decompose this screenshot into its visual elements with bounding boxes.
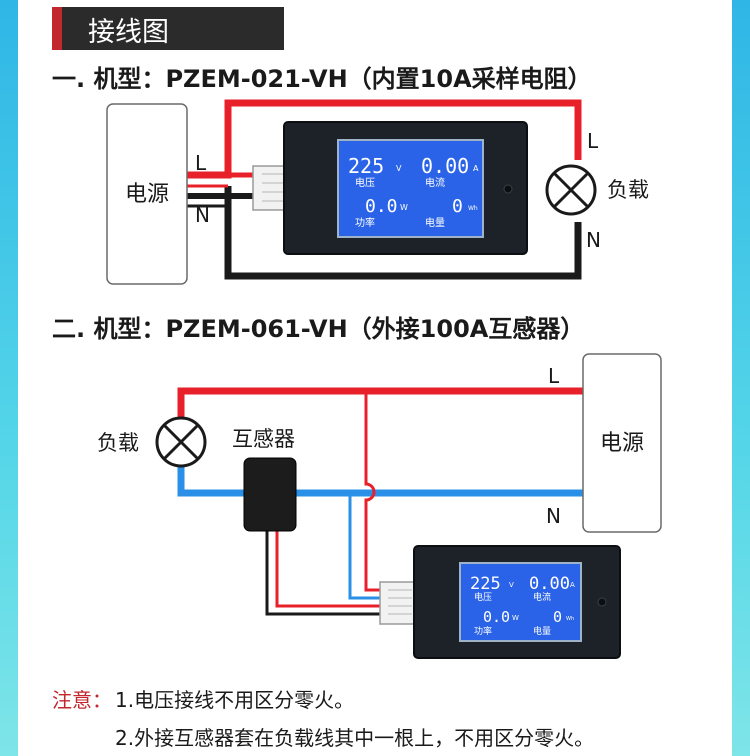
meter-2-voltage-unit: V <box>509 581 514 589</box>
connector-pins-1 <box>262 173 283 202</box>
header-accent <box>52 7 62 50</box>
load-L-label-1: L <box>587 129 599 153</box>
terminal-L-label-1: L <box>195 151 207 175</box>
meter-1-current-label: 电流 <box>425 176 445 189</box>
meter-2-current: 0.00 <box>529 574 570 594</box>
section2-title: 二. 机型：PZEM-061-VH（外接100A互感器） <box>52 315 584 343</box>
voltage-tap-live <box>364 391 380 592</box>
meter-1-energy-label: 电量 <box>425 216 445 229</box>
left-decor-stripe <box>0 0 22 756</box>
section1-wires <box>187 99 582 280</box>
terminal-N-label-2: N <box>546 504 561 528</box>
meter-2-voltage: 225 <box>470 574 501 594</box>
current-transformer <box>243 457 297 532</box>
meter-connector-1 <box>252 165 286 211</box>
header-bar <box>52 7 284 50</box>
meter-2-power: 0.0 <box>483 608 510 626</box>
meter-2-energy-label: 电量 <box>533 625 551 637</box>
meter-2-energy: 0 <box>553 608 562 626</box>
neutral-wire-1 <box>224 186 582 280</box>
power-source-label-2: 电源 <box>600 431 644 456</box>
meter-1-voltage: 225 <box>348 154 384 178</box>
meter-1-voltage-label: 电压 <box>355 176 375 189</box>
load-label-1: 负载 <box>607 178 649 202</box>
ct-label: 互感器 <box>232 427 295 451</box>
load-lamp-icon-1 <box>545 164 597 216</box>
meter-1-energy-unit: Wh <box>468 205 478 212</box>
meter-1-power-label: 功率 <box>355 216 375 229</box>
meter-2-current-label: 电流 <box>533 591 551 603</box>
meter-2-current-unit: A <box>570 581 575 589</box>
meter-1-power-unit: W <box>400 203 408 212</box>
notes-line-2: 2.外接互感器套在负载线其中一根上，不用区分零火。 <box>115 726 594 750</box>
meter-2: 225 V 0.00 A 电压 电流 0.0 W 0 Wh 功率 电量 <box>413 545 621 659</box>
meter-1-current-unit: A <box>473 164 479 173</box>
meter-1-energy: 0 <box>452 196 463 217</box>
meter-2-power-unit: W <box>512 614 519 622</box>
power-source-box-2 <box>582 353 662 533</box>
meter-1: 225 V 0.00 A 电压 电流 0.0 W 0 Wh 功率 电量 <box>283 121 528 255</box>
meter-1-voltage-unit: V <box>396 164 402 173</box>
ct-lead-red <box>275 530 380 608</box>
header-title: 接线图 <box>88 17 169 48</box>
meter-2-voltage-label: 电压 <box>474 591 492 603</box>
meter-connector-2 <box>379 581 415 625</box>
meter-1-button[interactable] <box>503 184 513 194</box>
voltage-tap-neutral <box>348 493 380 600</box>
load-N-label-1: N <box>586 228 601 252</box>
connector-pins-2 <box>388 589 412 615</box>
meter-2-button[interactable] <box>597 597 607 607</box>
right-decor-stripe <box>728 0 750 756</box>
ct-lead-black <box>265 530 380 616</box>
notes-prefix: 注意： <box>52 688 112 712</box>
terminal-N-label-1: N <box>195 203 210 227</box>
notes-line-1: 1.电压接线不用区分零火。 <box>115 688 354 712</box>
meter-2-lcd <box>459 562 582 642</box>
meter-1-power: 0.0 <box>365 196 398 217</box>
meter-1-current: 0.00 <box>421 154 469 178</box>
terminal-L-label-2: L <box>548 364 560 388</box>
meter-1-lcd <box>337 139 484 238</box>
live-wire-1 <box>187 99 582 179</box>
load-label-2: 负载 <box>97 431 139 455</box>
meter-2-power-label: 功率 <box>474 625 492 637</box>
load-lamp-icon-2 <box>155 416 207 468</box>
section1-title: 一. 机型：PZEM-021-VH（内置10A采样电阻） <box>52 65 592 93</box>
power-source-label-1: 电源 <box>125 182 169 207</box>
meter-2-energy-unit: Wh <box>566 616 574 622</box>
power-source-box-1 <box>106 103 188 285</box>
